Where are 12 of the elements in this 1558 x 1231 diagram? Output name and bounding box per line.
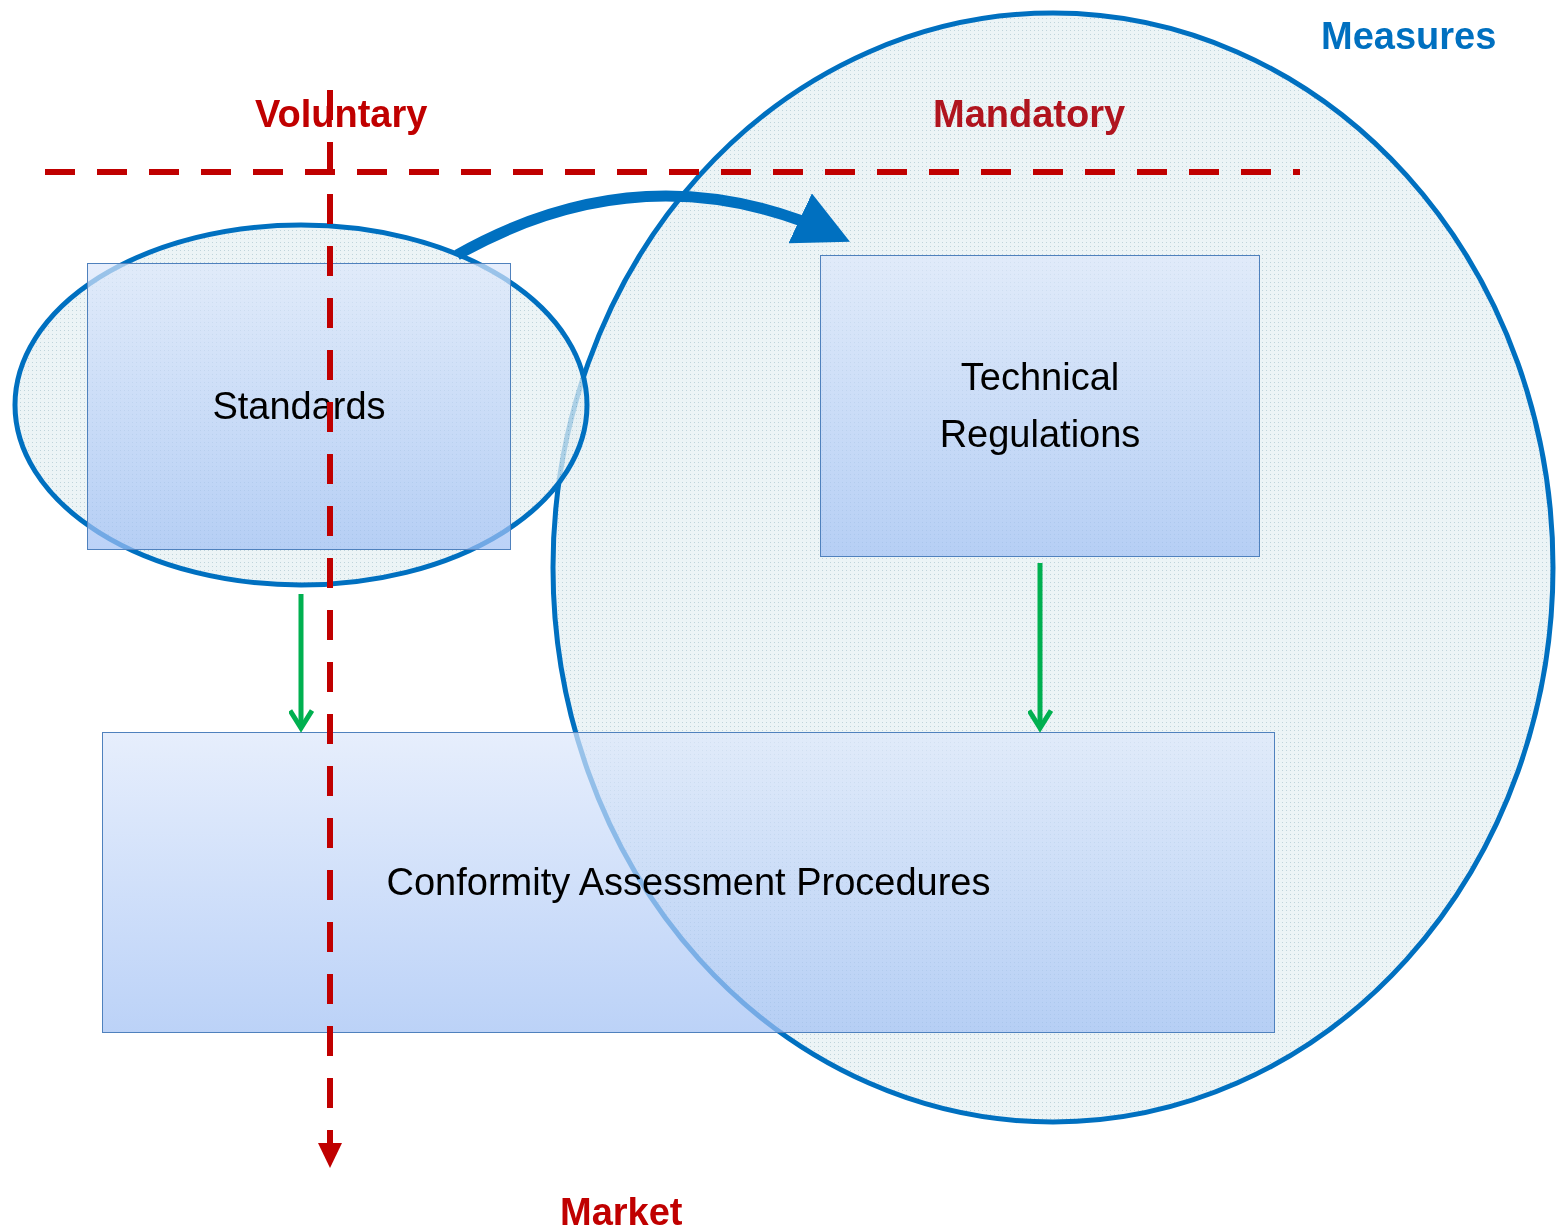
category-label: Market (560, 1190, 683, 1231)
region-label: Measures (1321, 14, 1497, 59)
process-box (820, 255, 1260, 557)
arrow (287, 594, 315, 731)
process-box (102, 732, 1275, 1033)
box-label: Technical Regulations (938, 355, 1142, 457)
category-label: Mandatory (933, 92, 1126, 137)
box-label: Standards (212, 384, 386, 429)
arrow (454, 190, 851, 260)
box-label: Conformity Assessment Procedures (386, 860, 991, 905)
category-label: Voluntary (255, 92, 428, 137)
arrow (1026, 563, 1054, 731)
